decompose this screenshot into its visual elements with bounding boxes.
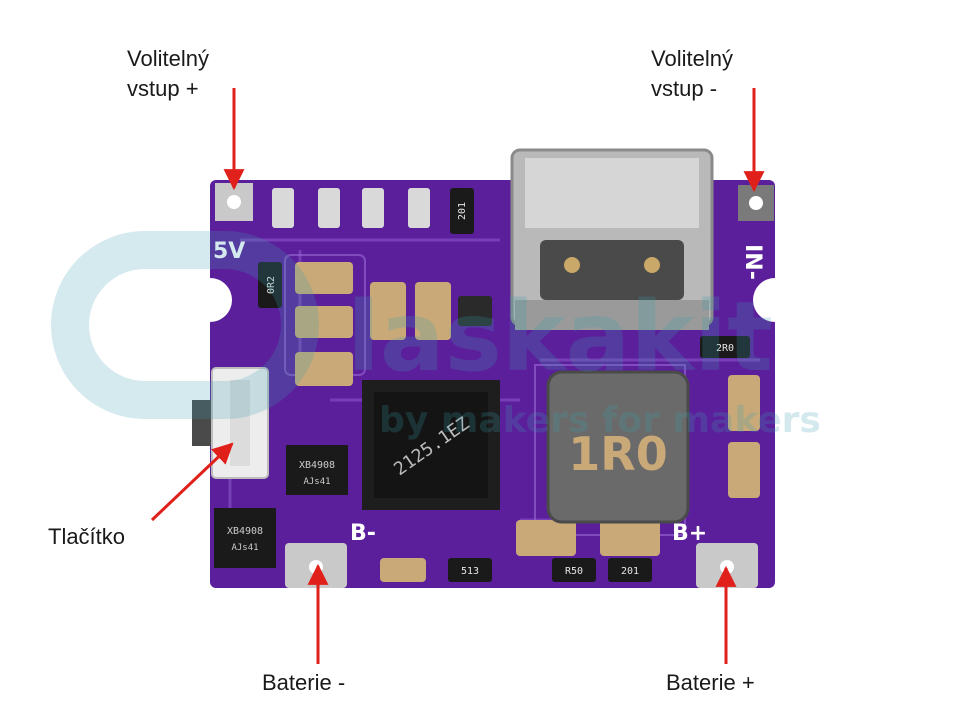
label-battery-minus: Baterie - xyxy=(262,670,346,695)
arrow-button xyxy=(150,442,234,522)
pad-input-plus xyxy=(215,183,253,221)
usb-c-connector xyxy=(510,148,714,330)
pad-input-minus xyxy=(738,185,774,221)
silk-b-minus: B- xyxy=(350,521,376,546)
mosfet-1: XB4908 AJs41 xyxy=(286,445,348,495)
res-0r2-label: 0R2 xyxy=(266,276,277,294)
res-513-label: 513 xyxy=(461,566,479,577)
main-ic: 2125.1EZ xyxy=(362,380,500,510)
inductor-label: 1R0 xyxy=(568,427,667,481)
res-201-bottom-label: 201 xyxy=(621,566,639,577)
res-r50-label: R50 xyxy=(565,566,583,577)
mosfet-2-label: XB4908 xyxy=(227,526,263,537)
watermark: laskakit by makers for makers xyxy=(51,231,821,441)
silk-5v: 5V xyxy=(213,239,245,264)
mosfet-1-sublabel: AJs41 xyxy=(303,477,330,487)
led-row xyxy=(272,188,430,228)
label-input-minus: Volitelný vstup - xyxy=(651,46,733,101)
silk-in-minus: IN- xyxy=(740,244,765,280)
watermark-tagline: by makers for makers xyxy=(379,400,821,441)
label-battery-plus: Baterie + xyxy=(666,670,755,695)
res-2r0-label: 2R0 xyxy=(716,343,734,354)
resistors: 201 0R2 2R0 513 R50 201 xyxy=(258,188,750,582)
res-201-top-label: 201 xyxy=(457,202,468,220)
capacitors xyxy=(295,262,760,582)
mosfet-1-label: XB4908 xyxy=(299,460,335,471)
mosfet-2-sublabel: AJs41 xyxy=(231,543,258,553)
mosfet-2: XB4908 AJs41 xyxy=(214,508,276,568)
silk-b-plus: B+ xyxy=(672,521,707,546)
label-input-plus: Volitelný vstup + xyxy=(127,46,209,101)
label-button: Tlačítko xyxy=(48,524,126,549)
watermark-brand: laskakit xyxy=(347,281,773,393)
pad-battery-minus xyxy=(285,543,347,588)
inductor: 1R0 xyxy=(546,370,690,524)
